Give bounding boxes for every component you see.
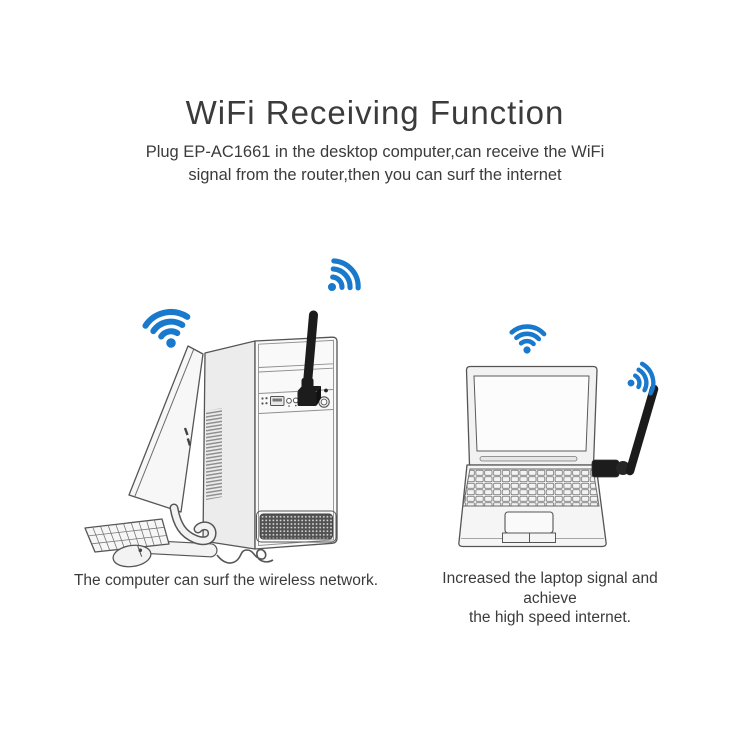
wifi-antenna xyxy=(625,384,659,476)
subtitle: Plug EP-AC1661 in the desktop computer,c… xyxy=(0,141,750,186)
laptop-screen xyxy=(465,365,598,466)
power-led xyxy=(324,388,328,393)
laptop xyxy=(458,365,607,548)
speaker-grille xyxy=(256,510,337,543)
wifi-signal-icon xyxy=(511,326,545,355)
wifi-signal-icon xyxy=(144,308,193,352)
audio-ports xyxy=(286,397,299,407)
subtitle-line-2: signal from the router,then you can surf… xyxy=(188,165,562,184)
power-button xyxy=(318,396,330,408)
audio-jack-dots xyxy=(261,397,268,405)
mouse-cable xyxy=(216,548,274,564)
monitor-stand xyxy=(169,503,217,546)
desktop-tower xyxy=(202,310,338,550)
laptop-base xyxy=(458,464,607,548)
keyboard xyxy=(84,518,170,553)
monitor-back-detail xyxy=(183,427,192,446)
tower-vents xyxy=(206,408,222,500)
usb-port-tongue xyxy=(272,398,282,402)
scroll-wheel xyxy=(138,548,143,553)
laptop-caption: Increased the laptop signal and achieve t… xyxy=(414,569,686,628)
mouse xyxy=(112,544,152,568)
desktop-caption: The computer can surf the wireless netwo… xyxy=(73,572,379,589)
hinge-bar xyxy=(479,456,578,462)
touchpad-buttons xyxy=(502,532,556,543)
usb-wifi-adapter xyxy=(591,459,630,478)
desktop-illustration xyxy=(84,245,380,568)
wifi-signal-icon xyxy=(623,362,656,399)
front-io-panel xyxy=(261,388,330,408)
laptop-keyboard xyxy=(462,468,600,507)
wifi-antenna xyxy=(301,310,318,393)
laptop-caption-line-1: Increased the laptop signal and achieve xyxy=(442,570,658,607)
touchpad xyxy=(504,511,554,534)
wifi-signal-icon xyxy=(317,256,364,303)
laptop-illustration xyxy=(458,320,720,548)
laptop-caption-line-2: the high speed internet. xyxy=(468,609,631,626)
drive-bay xyxy=(258,363,334,373)
header: WiFi Receiving Function Plug EP-AC1661 i… xyxy=(0,94,750,186)
subtitle-line-1: Plug EP-AC1661 in the desktop computer,c… xyxy=(145,143,605,161)
page-title: WiFi Receiving Function xyxy=(185,94,565,131)
